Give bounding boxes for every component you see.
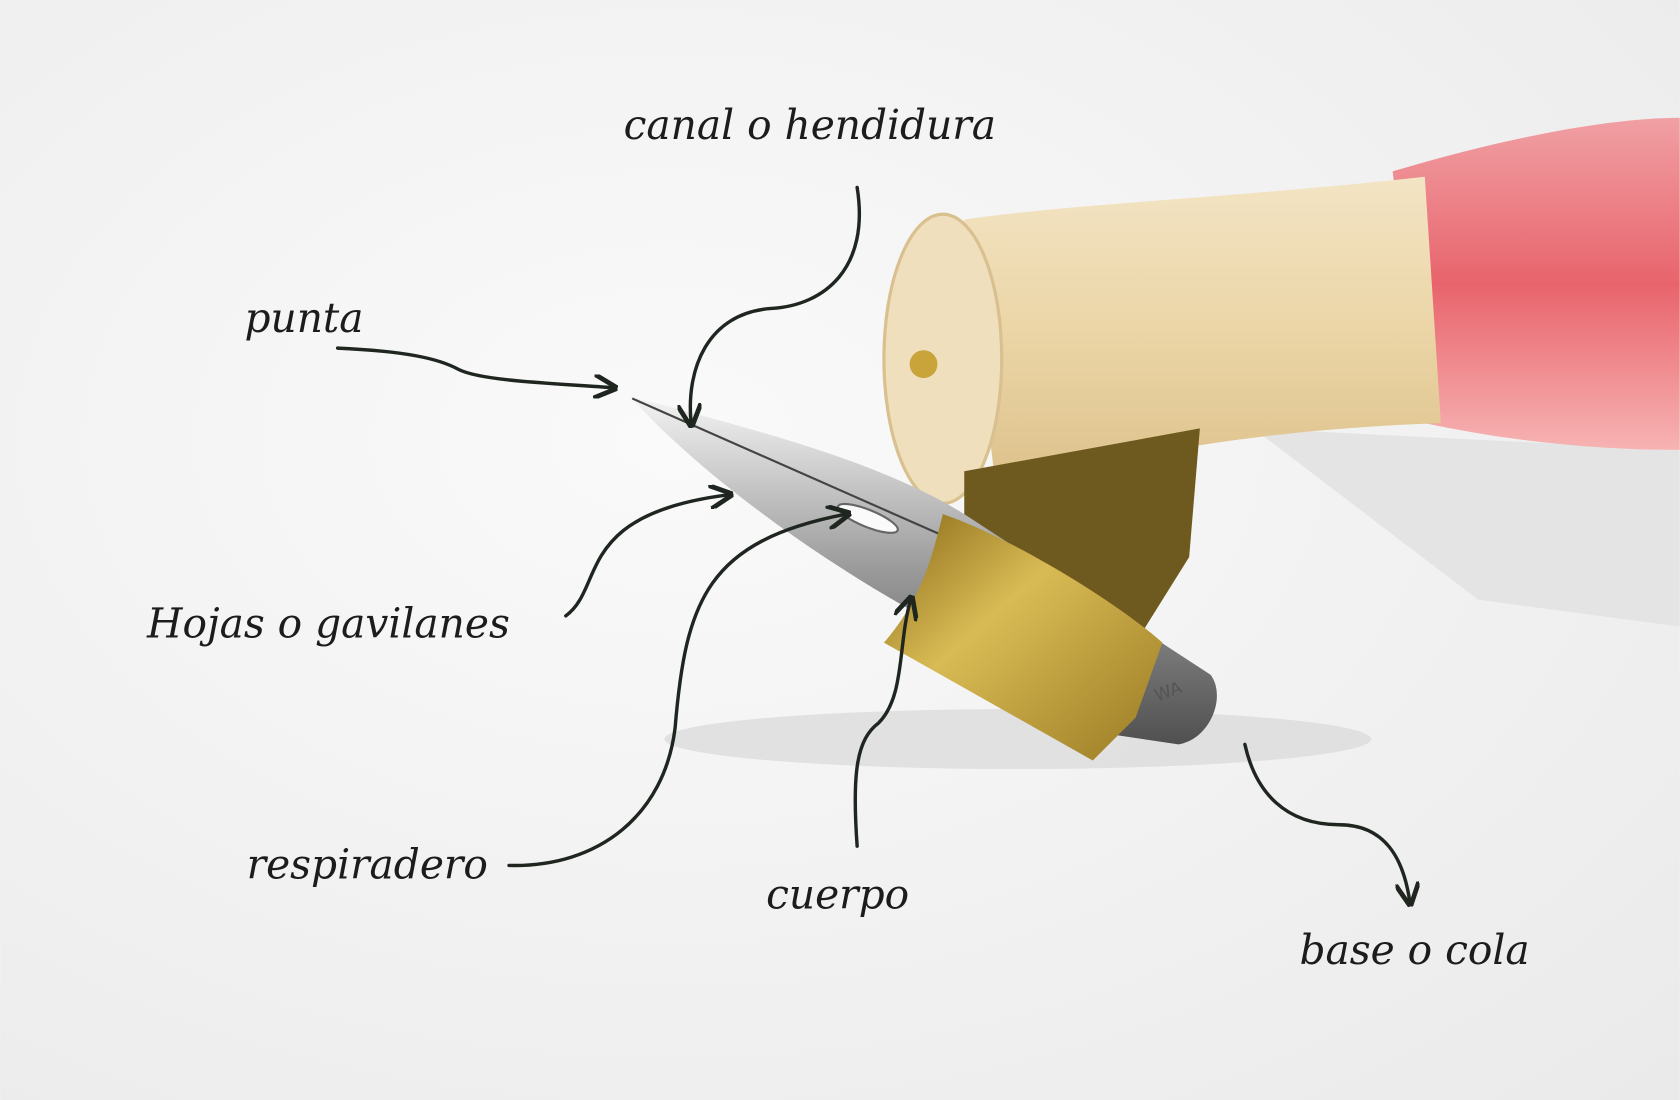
label-respiradero: respiradero xyxy=(247,840,488,888)
ferrule-pin xyxy=(909,350,938,379)
holder-plate xyxy=(1253,428,1680,627)
arrow-base xyxy=(1243,742,1410,901)
arrow-canal xyxy=(690,185,861,423)
label-canal-o-hendidura: canal o hendidura xyxy=(624,101,996,149)
arrow-hojas xyxy=(564,495,729,618)
brass-sleeve xyxy=(883,514,1163,761)
arrow-punta xyxy=(335,346,613,388)
label-cuerpo: cuerpo xyxy=(766,870,909,918)
arrow-cuerpo xyxy=(853,600,910,848)
wood-ferrule xyxy=(964,176,1441,493)
arrow-respiradero xyxy=(507,514,846,868)
label-punta: punta xyxy=(244,294,363,342)
holder-flange xyxy=(964,428,1200,643)
ferrule-end xyxy=(882,212,1004,506)
red-handle xyxy=(1392,117,1680,450)
label-hojas-o-gavilanes: Hojas o gavilanes xyxy=(146,599,510,647)
label-base-o-cola: base o cola xyxy=(1299,926,1529,974)
